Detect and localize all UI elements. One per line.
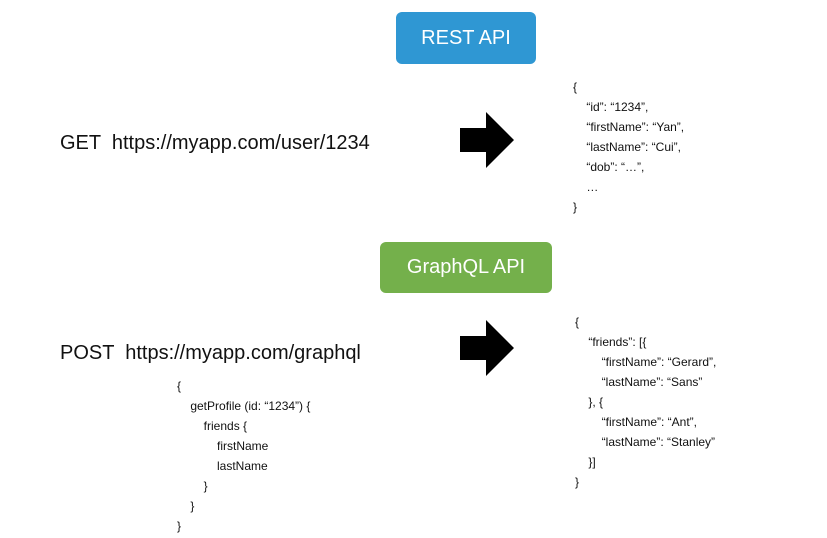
graphql-query-line: } xyxy=(177,519,182,533)
rest-response-json: { “id”: “1234”, “firstName”: “Yan”, “las… xyxy=(573,77,684,217)
graphql-request-line: POST https://myapp.com/graphql xyxy=(60,342,361,364)
rest-api-badge-label: REST API xyxy=(421,26,511,49)
graphql-response-line: “lastName”: “Sans” xyxy=(575,375,703,389)
rest-api-badge: REST API xyxy=(396,12,536,64)
graphql-query-line: getProfile (id: “1234”) { xyxy=(177,399,311,413)
right-arrow-icon xyxy=(460,320,514,376)
rest-response-line: } xyxy=(573,200,578,214)
graphql-query-line: { xyxy=(177,379,182,393)
graphql-response-line: “firstName”: “Gerard”, xyxy=(575,355,717,369)
rest-response-line: “lastName”: “Cui”, xyxy=(573,140,682,154)
rest-response-line: “dob”: “…”, xyxy=(573,160,645,174)
graphql-response-line: { xyxy=(575,315,580,329)
graphql-response-line: }, { xyxy=(575,395,604,409)
graphql-query-line: lastName xyxy=(177,459,268,473)
graphql-query-line: friends { xyxy=(177,419,248,433)
graphql-query-code: { getProfile (id: “1234”) { friends { fi… xyxy=(177,376,310,536)
graphql-response-line: }] xyxy=(575,455,596,469)
graphql-response-line: } xyxy=(575,475,580,489)
graphql-query-line: } xyxy=(177,479,208,493)
graphql-api-badge-label: GraphQL API xyxy=(406,256,526,278)
rest-response-line: … xyxy=(573,180,599,194)
graphql-response-line: “friends”: [{ xyxy=(575,335,647,349)
rest-request-line: GET https://myapp.com/user/1234 xyxy=(60,132,370,154)
rest-response-line: { xyxy=(573,80,578,94)
graphql-response-line: “firstName”: “Ant”, xyxy=(575,415,698,429)
rest-response-line: “id”: “1234”, xyxy=(573,100,649,114)
graphql-response-json: { “friends”: [{ “firstName”: “Gerard”, “… xyxy=(575,312,716,492)
right-arrow-icon xyxy=(460,112,514,168)
graphql-query-line: firstName xyxy=(177,439,269,453)
graphql-response-line: “lastName”: “Stanley” xyxy=(575,435,716,449)
graphql-query-line: } xyxy=(177,499,195,513)
graphql-api-badge: GraphQL API xyxy=(380,242,552,293)
rest-response-line: “firstName”: “Yan”, xyxy=(573,120,685,134)
